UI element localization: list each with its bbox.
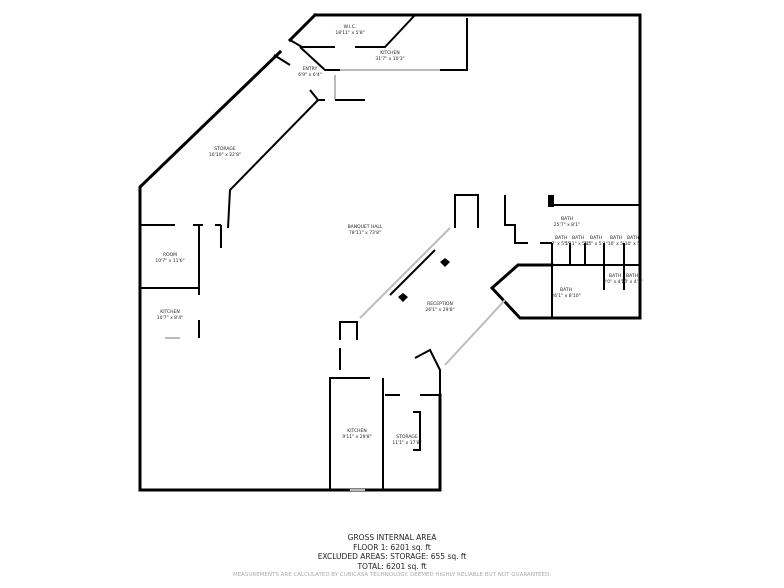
room-dims-bath-9: 26'1" x 8'10" [551,293,580,299]
room-dims-bath-1: 25'7" x 8'1" [554,222,580,228]
area-floor: FLOOR 1: 6201 sq. ft [353,542,431,552]
room-labels: W.I.C. 18'11" x 5'8" KITCHEN 31'7" x 10'… [155,24,642,446]
room-dims-kitchen-1: 31'7" x 10'3" [375,56,404,62]
area-excluded: EXCLUDED AREAS: STORAGE: 655 sq. ft [317,552,467,561]
room-dims-bath-5: 10' x 5' [608,241,625,247]
room-dims-bath-4: 5'5" x 5'1" [584,241,608,247]
room-label-kitchen-3: KITCHEN [347,428,367,434]
room-label-storage-1: STORAGE [214,146,236,152]
disclaimer: MEASUREMENTS ARE CALCULATED BY CUBICASA … [232,572,552,578]
room-label-kitchen-2: KITCHEN [160,309,180,315]
room-dims-storage-2: 11'1" x 17'8" [392,440,421,446]
room-label-bath-3: BATH [572,235,584,241]
walls [138,12,642,492]
area-title: GROSS INTERNAL AREA [347,533,437,542]
room-label-bath-7: BATH [609,273,621,279]
room-label-entry: ENTRY [303,66,318,72]
room-label-room: ROOM [163,252,177,258]
room-dims-bath-8: 10' x 4'3" [621,279,643,285]
room-label-kitchen-1: KITCHEN [380,50,400,56]
room-dims-kitchen-3: 9'11" x 29'8" [342,434,371,440]
room-dims-bath-3: 5'11" x 5'1" [565,241,591,247]
room-label-bath-4: BATH [590,235,602,241]
room-label-storage-2: STORAGE [396,434,418,440]
room-dims-reception: 26'1" x 29'8" [425,307,454,313]
room-label-bath-5: BATH [610,235,622,241]
room-dims-kitchen-2: 10'7" x 8'4" [157,315,183,321]
room-label-banquet-hall: BANQUET HALL [348,224,383,230]
room-label-bath-1: BATH [561,216,573,222]
room-label-bath-2: BATH [555,235,567,241]
room-dims-entry: 6'9" x 6'4" [298,72,322,78]
room-dims-wic: 18'11" x 5'8" [335,30,364,36]
room-label-reception: RECEPTION [427,301,453,307]
room-dims-bath-2: 7' x 5'1" [552,241,571,247]
room-dims-room: 10'7" x 11'6" [155,258,184,264]
room-dims-bath-7: 2'0" x 4'3" [603,279,627,285]
area-summary: GROSS INTERNAL AREA FLOOR 1: 6201 sq. ft… [0,533,784,581]
room-dims-banquet-hall: 78'11" x 73'8" [349,230,381,236]
room-label-bath-9: BATH [560,287,572,293]
area-total: TOTAL: 6201 sq. ft [357,561,427,571]
room-label-bath-8: BATH [626,273,638,279]
room-label-wic: W.I.C. [344,24,357,30]
room-dims-storage-1: 16'10" x 22'8" [209,152,241,158]
room-label-bath-6: BATH [627,235,639,241]
room-dims-bath-6: 10' x 5' [625,241,642,247]
